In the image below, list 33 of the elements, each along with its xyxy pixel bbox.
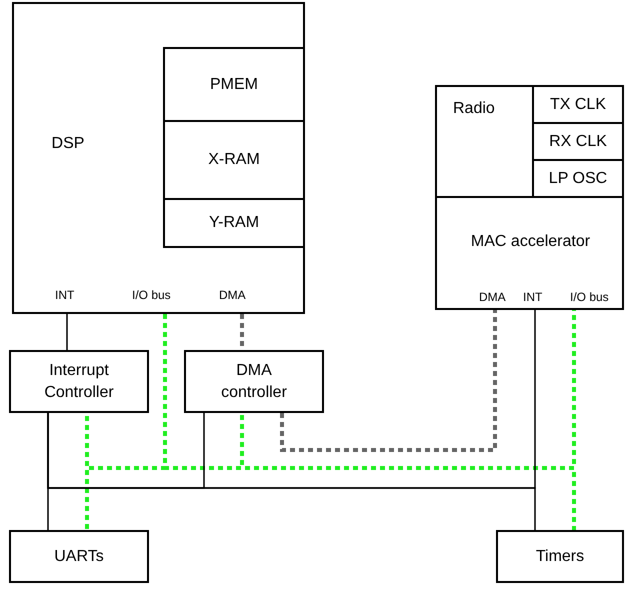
block-box (532, 85, 624, 124)
block-label: UARTs (54, 546, 104, 567)
port-label: I/O bus (132, 288, 171, 303)
block-label: DMA controller (220, 360, 288, 402)
block-box (184, 350, 324, 413)
port-label: DMA (219, 288, 246, 303)
block-box (12, 2, 305, 314)
block-label: MAC accelerator (470, 232, 592, 252)
port-label: INT (55, 288, 74, 303)
block-box (435, 196, 624, 310)
bus-line (47, 413, 536, 530)
block-label: Radio (453, 99, 495, 119)
block-label: PMEM (210, 74, 258, 95)
port-label: INT (523, 290, 542, 305)
bus-line (280, 310, 497, 452)
bus-line (66, 314, 68, 350)
block-box (9, 350, 149, 413)
block-label: Timers (536, 546, 584, 567)
block-label: TX CLK (550, 94, 606, 115)
block-label: DSP (50, 134, 86, 154)
memory-box (163, 47, 305, 122)
block-label: LP OSC (548, 168, 608, 189)
block-label: X-RAM (208, 150, 260, 170)
block-label: Interrupt Controller (43, 360, 115, 402)
port-label: I/O bus (570, 290, 609, 305)
memory-box (163, 198, 305, 248)
block-label: RX CLK (549, 132, 607, 152)
port-label: DMA (479, 290, 506, 305)
block-box (496, 530, 624, 583)
block-box (435, 85, 534, 198)
block-box (9, 530, 149, 583)
bus-line (163, 314, 576, 530)
block-label: Y-RAM (208, 213, 260, 234)
